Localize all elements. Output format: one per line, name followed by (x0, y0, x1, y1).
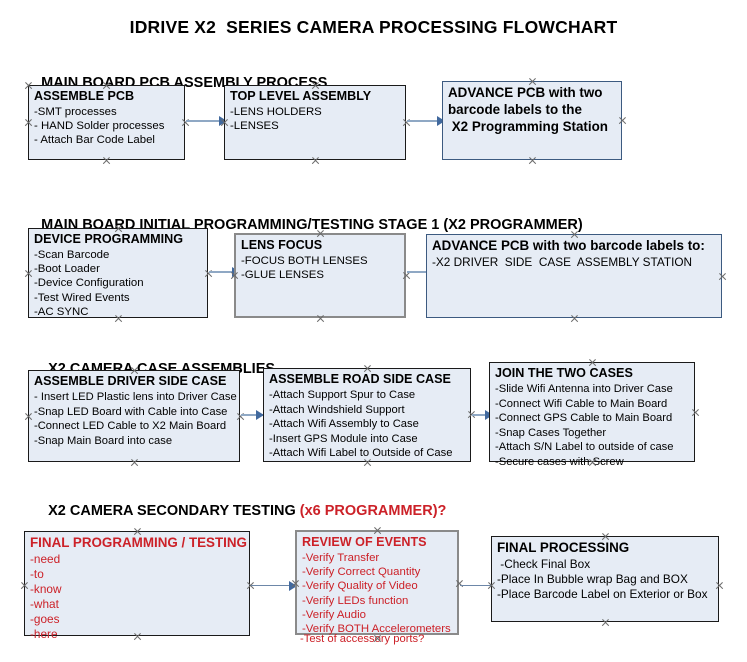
node-line: -Test Wired Events (34, 291, 130, 304)
connector-arrowhead (256, 410, 264, 420)
node-title: ASSEMBLE PCB (34, 89, 135, 103)
node-title-cont: barcode labels to the (448, 102, 582, 117)
node-line: -Connect GPS Cable to Main Board (495, 412, 673, 425)
node-line: -AC SYNC (34, 305, 89, 318)
node-line: -LENSES (230, 120, 279, 133)
node-title: TOP LEVEL ASSEMBLY (230, 89, 372, 103)
page-title: IDRIVE X2 SERIES CAMERA PROCESSING FLOWC… (129, 17, 618, 37)
node-line: -Attach Wifi Assembly to Case (269, 418, 419, 431)
node-line: -Attach Windshield Support (269, 403, 405, 416)
node-title: REVIEW OF EVENTS (302, 535, 427, 549)
node-line: -Verify Audio (302, 608, 366, 621)
connector-line (460, 585, 508, 587)
connector-line (186, 120, 224, 122)
section-heading-accent: (x6 PROGRAMMER)? (299, 503, 447, 519)
node-line: -what (30, 597, 59, 611)
connector-line (407, 120, 443, 122)
node-line: -Snap Cases Together (495, 426, 607, 439)
connector-line (209, 271, 239, 273)
node-title: JOIN THE TWO CASES (495, 366, 633, 380)
connector-arrowhead (219, 116, 227, 126)
node-title: ADVANCE PCB with two (448, 85, 603, 100)
node-line: -Snap Main Board into case (34, 434, 173, 447)
node-line: -Attach Wifi Label to Outside of Case (269, 447, 453, 460)
node-line: -Attach S/N Label to outside of case (495, 441, 674, 454)
node-assemble-pcb[interactable]: ASSEMBLE PCB -SMT processes - HAND Solde… (28, 85, 185, 160)
node-line: -Connect LED Cable to X2 Main Board (34, 420, 227, 433)
node-line: -X2 DRIVER SIDE CASE ASSEMBLY STATION (432, 255, 693, 269)
node-title: FINAL PROGRAMMING / TESTING (30, 535, 247, 550)
node-assemble-road-side-case[interactable]: ASSEMBLE ROAD SIDE CASE -Attach Support … (263, 368, 471, 462)
node-title-cont: X2 Programming Station (448, 119, 608, 134)
node-line: -Place Barcode Label on Exterior or Box (497, 587, 708, 601)
node-device-programming[interactable]: DEVICE PROGRAMMING -Scan Barcode -Boot L… (28, 228, 208, 318)
node-title: FINAL PROCESSING (497, 540, 630, 555)
node-line: -Snap LED Board with Cable into Case (34, 405, 228, 418)
node-line: -Verify LEDs function (302, 594, 409, 607)
node-line: -need (30, 552, 61, 566)
section-heading-secondary-testing: X2 CAMERA SECONDARY TESTING (x6 PROGRAMM… (32, 487, 446, 535)
node-line: -Secure cases with Screw (495, 455, 624, 468)
node-line: - HAND Solder processes (34, 120, 165, 133)
node-line: -here (30, 627, 58, 641)
node-overflow-line: -Test of accessory ports? (300, 633, 425, 645)
node-top-level-assembly[interactable]: TOP LEVEL ASSEMBLY -LENS HOLDERS -LENSES (224, 85, 406, 160)
connector-line (407, 271, 437, 273)
node-title: ASSEMBLE DRIVER SIDE CASE (34, 374, 227, 388)
node-line: -Place In Bubble wrap Bag and BOX (497, 572, 688, 586)
node-line: -Verify Transfer (302, 552, 380, 564)
node-assemble-driver-side-case[interactable]: ASSEMBLE DRIVER SIDE CASE - Insert LED P… (28, 370, 240, 462)
node-line: -Slide Wifi Antenna into Driver Case (495, 383, 673, 395)
node-review-of-events[interactable]: REVIEW OF EVENTS -Verify Transfer -Verif… (295, 530, 459, 635)
connector-line (241, 414, 263, 416)
node-title: ADVANCE PCB with two barcode labels to: (432, 238, 705, 253)
node-line: -goes (30, 612, 60, 626)
node-final-programming-testing[interactable]: FINAL PROGRAMMING / TESTING -need -to -k… (24, 531, 250, 641)
node-title: LENS FOCUS (241, 238, 323, 252)
node-line: -Verify BOTH Accelerometers (302, 623, 451, 636)
node-line: -Scan Barcode (34, 249, 110, 261)
node-line: -Verify Correct Quantity (302, 566, 421, 579)
connector-line (472, 414, 492, 416)
connector-arrowhead (289, 581, 297, 591)
node-join-the-two-cases[interactable]: JOIN THE TWO CASES -Slide Wifi Antenna i… (489, 362, 695, 468)
node-line: -Verify Quality of Video (302, 580, 418, 593)
node-line: -LENS HOLDERS (230, 106, 322, 118)
node-line: -Device Configuration (34, 277, 144, 290)
node-line: - Attach Bar Code Label (34, 134, 155, 147)
node-line: -Check Final Box (497, 557, 591, 571)
connector-line (251, 585, 295, 587)
node-line: -SMT processes (34, 106, 117, 118)
node-line: -Insert GPS Module into Case (269, 432, 418, 445)
node-advance-pcb-station[interactable]: ADVANCE PCB with two barcode labels to t… (442, 81, 622, 160)
node-line: -Connect Wifi Cable to Main Board (495, 397, 668, 410)
node-advance-pcb-driver-side[interactable]: ADVANCE PCB with two barcode labels to: … (426, 234, 722, 318)
node-final-processing[interactable]: FINAL PROCESSING -Check Final Box -Place… (491, 536, 719, 622)
node-title: DEVICE PROGRAMMING (34, 232, 184, 246)
node-line: -FOCUS BOTH LENSES (241, 255, 368, 267)
node-line: -to (30, 567, 44, 581)
section-heading-text: X2 CAMERA SECONDARY TESTING (48, 503, 300, 519)
node-line: -know (30, 582, 62, 596)
node-line: -Boot Loader (34, 263, 100, 276)
node-lens-focus[interactable]: LENS FOCUS -FOCUS BOTH LENSES -GLUE LENS… (234, 233, 406, 318)
connector-arrowhead (437, 116, 445, 126)
node-line: -Attach Support Spur to Case (269, 389, 416, 401)
node-line: - Insert LED Plastic lens into Driver Ca… (34, 391, 237, 403)
node-title: ASSEMBLE ROAD SIDE CASE (269, 372, 451, 386)
node-line: -GLUE LENSES (241, 269, 324, 282)
